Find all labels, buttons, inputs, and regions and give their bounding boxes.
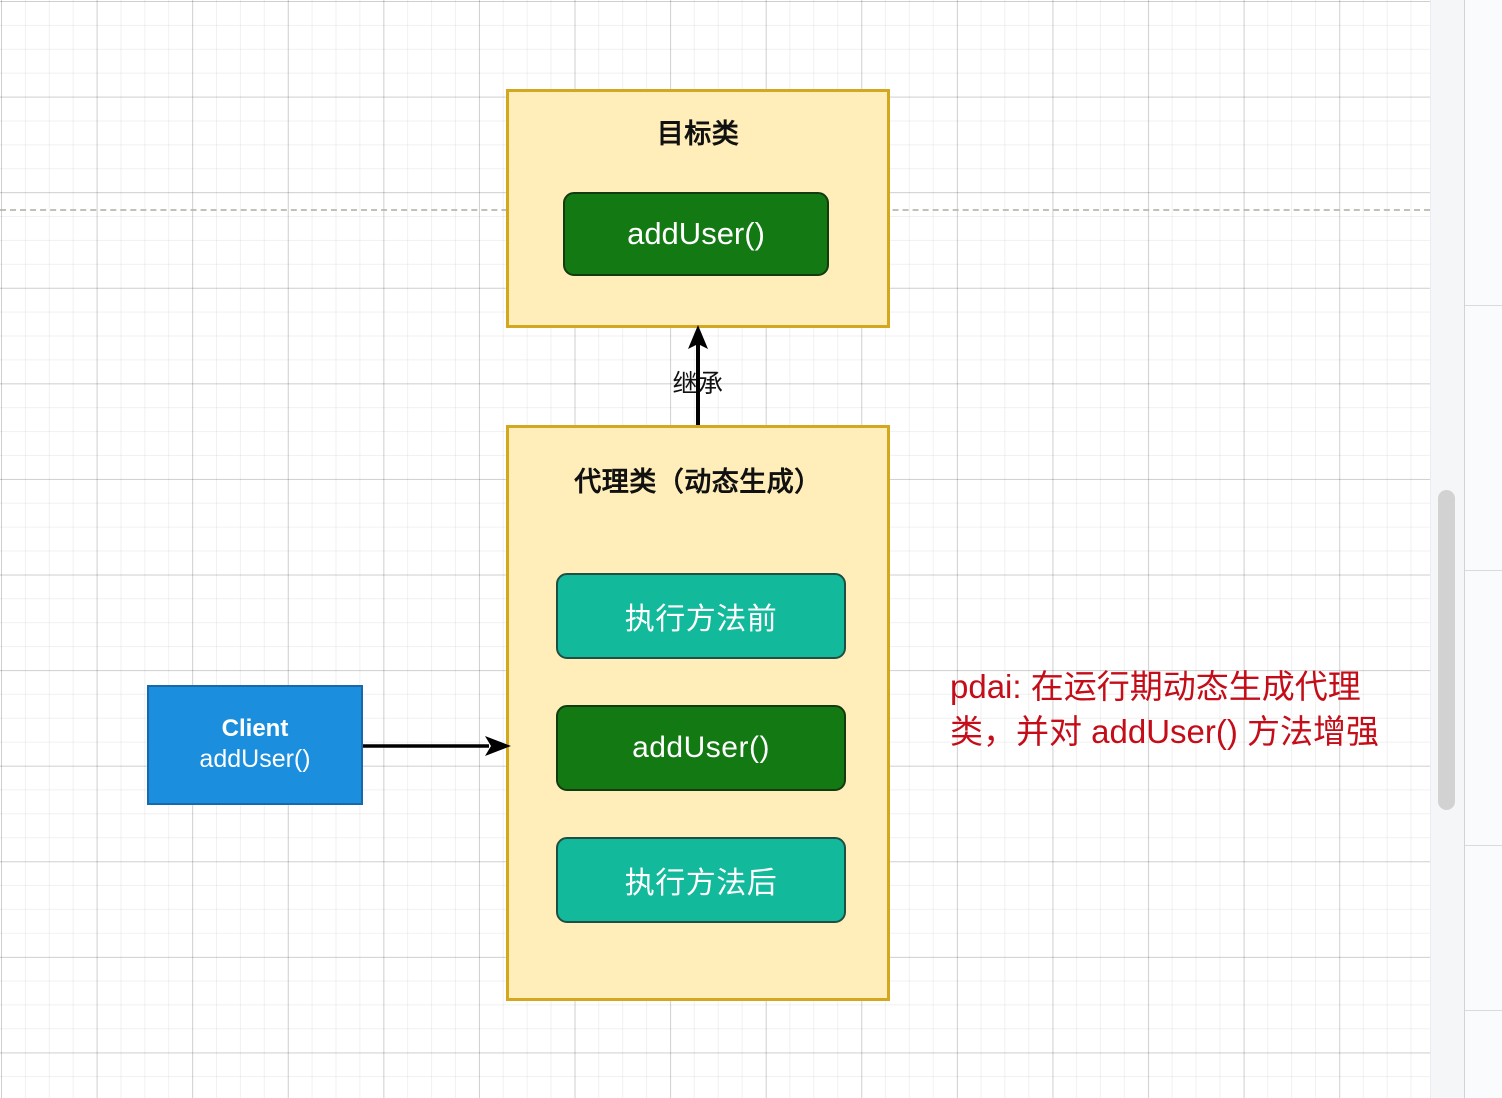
inheritance-label: 继承	[672, 370, 724, 398]
proxy-class-box[interactable]: 代理类（动态生成） 执行方法前 addUser() 执行方法后	[506, 425, 890, 1001]
target-class-title: 目标类	[656, 119, 740, 149]
client-to-proxy-arrow	[363, 736, 511, 756]
panel-divider	[1465, 570, 1502, 571]
panel-divider	[1465, 305, 1502, 306]
inheritance-arrow	[688, 325, 708, 429]
proxy-class-title: 代理类（动态生成）	[574, 467, 822, 497]
vertical-scrollbar-thumb[interactable]	[1438, 490, 1455, 810]
panel-divider	[1465, 845, 1502, 846]
client-box[interactable]: Client addUser()	[147, 685, 363, 805]
panel-divider	[1465, 1010, 1502, 1011]
client-arrow-head	[485, 736, 511, 756]
proxy-method-after[interactable]: 执行方法后	[556, 837, 846, 923]
client-box-method: addUser()	[199, 745, 311, 774]
proxy-method-before[interactable]: 执行方法前	[556, 573, 846, 659]
proxy-method-adduser[interactable]: addUser()	[556, 705, 846, 791]
inheritance-arrow-head	[688, 325, 708, 349]
annotation-text: pdai: 在运行期动态生成代理 类，并对 addUser() 方法增强	[950, 668, 1380, 750]
client-box-title: Client	[221, 715, 289, 743]
target-class-method-adduser[interactable]: addUser()	[563, 192, 829, 276]
right-side-panel[interactable]	[1464, 0, 1502, 1098]
